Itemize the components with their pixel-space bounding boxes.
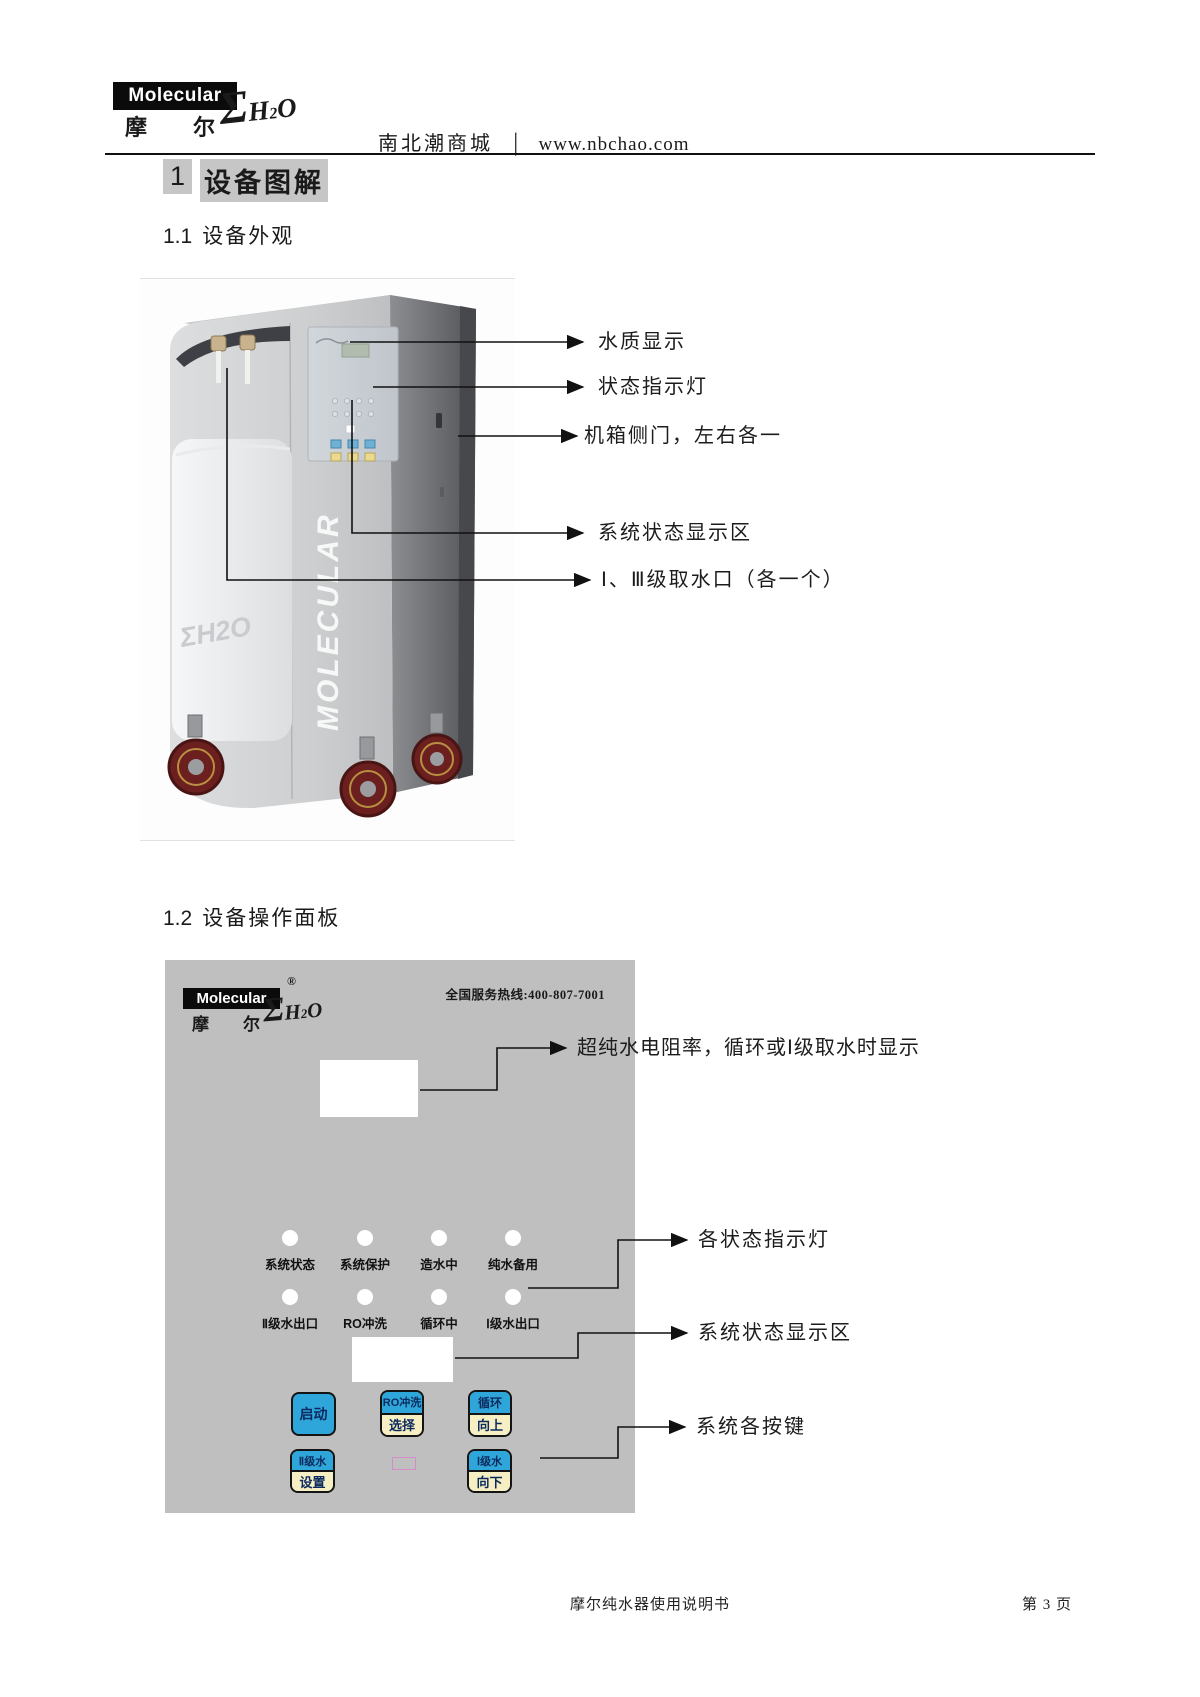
dispenser-nozzle xyxy=(210,335,227,383)
dispenser-nozzle xyxy=(239,334,256,384)
site-banner: 南北潮商城 │ www.nbchao.com xyxy=(378,127,689,156)
water-bucket xyxy=(172,439,292,741)
callout-water-quality-display: 水质显示 xyxy=(598,331,686,353)
heading-1-title: 设备图解 xyxy=(200,159,329,202)
indicator-label: 纯水备用 xyxy=(487,1258,538,1272)
panel-brand-registered: ® xyxy=(287,974,296,988)
callout-water-outlets: Ⅰ、Ⅲ级取水口（各一个） xyxy=(601,569,845,591)
machine-control-panel xyxy=(307,326,399,462)
indicator-label: Ⅰ级水出口 xyxy=(486,1317,540,1331)
panel-status-display xyxy=(352,1337,453,1382)
control-panel-figure: Molecular ® 摩 尔 ΣH2O 全国服务热线:400-807-7001… xyxy=(165,960,635,1513)
indicator-light xyxy=(431,1230,447,1246)
indicator-label: 系统状态 xyxy=(264,1258,315,1272)
indicator-light xyxy=(505,1230,521,1246)
callout-panel-keys: 系统各按键 xyxy=(696,1416,806,1438)
heading-1-2-title: 设备操作面板 xyxy=(202,906,341,930)
dispenser-alcove xyxy=(176,326,290,384)
machine-photo: ΣH2O MOLECULAR xyxy=(167,295,476,818)
site-url: www.nbchao.com xyxy=(538,134,690,155)
panel-button-start: 启动 xyxy=(291,1392,336,1436)
heading-1-2-number: 1.2 xyxy=(163,907,193,930)
panel-brand-cn-right: 尔 xyxy=(243,1015,260,1034)
panel-button-cycle-up: 循环 向上 xyxy=(468,1390,512,1437)
heading-1-1: 1.1 设备外观 xyxy=(163,220,294,250)
panel-brand-wordmark: Molecular xyxy=(183,988,280,1009)
panel-button-level1-down: Ⅰ级水 向下 xyxy=(467,1449,512,1493)
brand-cn-right: 尔 xyxy=(193,115,216,140)
machine-side-text: MOLECULAR xyxy=(312,512,345,731)
brand-sigma: Σ xyxy=(216,80,251,134)
panel-brand-cn-left: 摩 xyxy=(192,1015,209,1034)
brand-formula: ΣH2O xyxy=(216,80,299,134)
indicator-label: 循环中 xyxy=(420,1317,458,1331)
indicator-light xyxy=(505,1289,521,1305)
indicator-light xyxy=(282,1289,298,1305)
callout-status-lights: 状态指示灯 xyxy=(598,376,708,398)
heading-1: 1 设备图解 xyxy=(163,159,329,202)
indicator-light xyxy=(431,1289,447,1305)
indicator-label: 系统保护 xyxy=(339,1258,390,1272)
panel-resistivity-display xyxy=(320,1060,418,1117)
brand-logo: Molecular 摩 尔 ΣH2O xyxy=(113,80,343,152)
site-divider: │ xyxy=(509,134,523,155)
caster-wheel xyxy=(339,736,397,818)
brand-wordmark: Molecular xyxy=(113,82,237,110)
indicator-label: RO冲洗 xyxy=(343,1317,387,1331)
panel-white-key xyxy=(345,424,356,434)
heading-1-1-title: 设备外观 xyxy=(202,224,295,248)
panel-hotline: 全国服务热线:400-807-7001 xyxy=(445,988,605,1002)
footer-doc-title: 摩尔纯水器使用说明书 xyxy=(570,1597,731,1613)
header-rule xyxy=(105,153,1095,155)
indicator-label: Ⅱ级水出口 xyxy=(261,1317,319,1331)
panel-pink-outline xyxy=(392,1457,416,1470)
callout-panel-status-lights: 各状态指示灯 xyxy=(698,1229,830,1251)
indicator-light xyxy=(282,1230,298,1246)
panel-brand-logo: Molecular ® 摩 尔 ΣH2O xyxy=(165,960,365,1050)
caster-wheel xyxy=(167,714,225,796)
indicator-light xyxy=(357,1230,373,1246)
callout-resistivity: 超纯水电阻率，循环或Ⅰ级取水时显示 xyxy=(577,1037,920,1059)
caster-wheel xyxy=(411,712,463,785)
footer-page-number: 第 3 页 xyxy=(1022,1597,1073,1613)
panel-brand-formula: ΣH2O xyxy=(261,990,324,1030)
brand-cn-left: 摩 xyxy=(125,115,148,140)
callout-panel-status-area: 系统状态显示区 xyxy=(698,1322,852,1344)
panel-button-level2-set: Ⅱ级水 设置 xyxy=(290,1449,335,1493)
panel-lcd xyxy=(341,343,370,358)
machine-photo-figure: ΣH2O MOLECULAR xyxy=(140,278,515,841)
site-name: 南北潮商城 xyxy=(378,133,493,155)
machine-casters xyxy=(167,712,463,818)
side-door-handle xyxy=(436,413,442,428)
indicator-label: 造水中 xyxy=(420,1258,458,1272)
callout-side-doors: 机箱侧门，左右各一 xyxy=(584,425,782,447)
indicator-light xyxy=(357,1289,373,1305)
heading-1-number: 1 xyxy=(163,159,193,194)
heading-1-1-number: 1.1 xyxy=(163,225,193,248)
callout-system-status-area: 系统状态显示区 xyxy=(598,522,752,544)
panel-logo-mark xyxy=(315,338,349,344)
heading-1-2: 1.2 设备操作面板 xyxy=(163,902,340,932)
panel-button-ro-flush-select: RO冲洗 选择 xyxy=(380,1390,424,1437)
